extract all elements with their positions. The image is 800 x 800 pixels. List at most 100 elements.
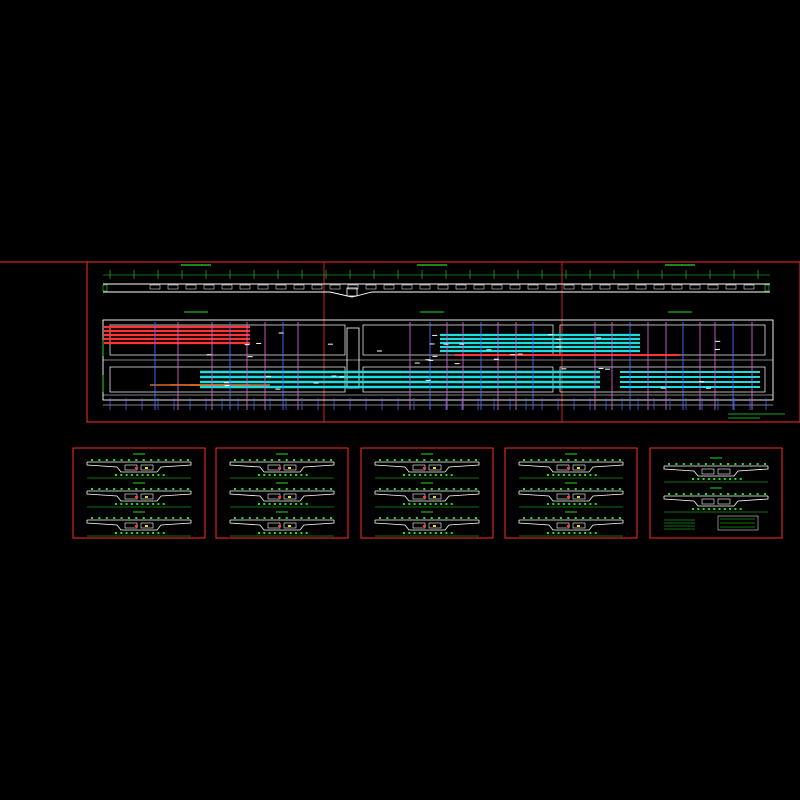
rebar-mark: [105, 459, 108, 461]
rebar-mark: [127, 517, 130, 519]
tendon-mark: [567, 525, 570, 527]
elevation-soffit: [103, 291, 770, 298]
section-box-outline: [86, 491, 192, 502]
rebar-mark: [596, 459, 599, 461]
rebar-mark: [611, 459, 614, 461]
section-cell-right: [140, 522, 154, 529]
elevation-segment-box: [491, 284, 503, 290]
rebar-mark: [157, 488, 160, 490]
rebar-mark: [530, 517, 533, 519]
rebar-mark: [582, 517, 585, 519]
rebar-mark: [263, 517, 266, 519]
elevation-segment-box: [653, 284, 665, 290]
rebar-mark: [258, 474, 260, 476]
tendon-mark: [288, 496, 291, 498]
rebar-mark: [682, 493, 685, 495]
rebar-mark: [562, 532, 565, 534]
rebar-mark: [573, 532, 576, 534]
rebar-mark: [756, 463, 759, 465]
tendon-mark: [135, 496, 138, 498]
rebar-mark: [263, 532, 266, 534]
rebar-mark: [125, 474, 128, 476]
rebar-mark: [619, 488, 621, 490]
rebar-mark: [234, 459, 236, 461]
rebar-mark: [98, 517, 101, 519]
rebar-mark: [179, 517, 182, 519]
rebar-mark: [424, 532, 427, 534]
tendon-mark: [433, 496, 436, 498]
rebar-mark: [429, 503, 432, 505]
rebar-mark: [146, 503, 149, 505]
elevation-segment-box: [311, 284, 323, 290]
abutment-right: [764, 284, 770, 292]
rebar-mark: [418, 474, 421, 476]
rebar-mark: [675, 493, 678, 495]
rebar-mark: [113, 517, 116, 519]
rebar-mark: [157, 517, 160, 519]
rebar-mark: [450, 474, 453, 476]
rebar-mark: [393, 459, 396, 461]
elevation-segment-box: [383, 284, 395, 290]
rebar-mark: [537, 517, 540, 519]
rebar-mark: [172, 517, 175, 519]
section-cell-right: [428, 522, 442, 529]
rebar-mark: [697, 508, 700, 510]
rebar-mark: [523, 459, 525, 461]
rebar-mark: [401, 517, 404, 519]
rebar-mark: [146, 532, 149, 534]
rebar-mark: [278, 459, 281, 461]
section-box-outline: [229, 491, 335, 502]
section-box-outline: [374, 462, 480, 473]
rebar-mark: [440, 532, 443, 534]
tendon-mark: [423, 525, 426, 527]
rebar-mark: [91, 517, 93, 519]
rebar-mark: [256, 517, 259, 519]
rebar-mark: [727, 493, 730, 495]
rebar-mark: [284, 503, 287, 505]
rebar-mark: [589, 474, 592, 476]
rebar-mark: [305, 532, 308, 534]
rebar-mark: [98, 488, 101, 490]
rebar-mark: [300, 474, 303, 476]
elevation-segment-box: [185, 284, 197, 290]
rebar-mark: [424, 474, 427, 476]
rebar-mark: [690, 463, 693, 465]
rebar-mark: [562, 503, 565, 505]
rebar-mark: [707, 508, 710, 510]
rebar-mark: [727, 463, 730, 465]
elevation-segment-box: [599, 284, 611, 290]
rebar-mark: [401, 488, 404, 490]
elevation-segment-box: [563, 284, 575, 290]
rebar-mark: [604, 517, 607, 519]
rebar-mark: [574, 517, 577, 519]
rebar-mark: [668, 463, 670, 465]
rebar-mark: [91, 488, 93, 490]
rebar-mark: [423, 517, 426, 519]
rebar-mark: [379, 459, 381, 461]
rebar-mark: [434, 474, 437, 476]
section-box-outline: [663, 466, 769, 477]
rebar-mark: [552, 503, 555, 505]
rebar-mark: [475, 488, 477, 490]
cross-section-sheets: [72, 447, 783, 539]
rebar-mark: [305, 474, 308, 476]
rebar-mark: [136, 474, 139, 476]
tendon-mark: [577, 496, 580, 498]
plan-box-cell: [109, 366, 346, 393]
rebar-mark: [408, 503, 411, 505]
rebar-mark: [704, 493, 707, 495]
rebar-mark: [668, 493, 670, 495]
rebar-mark: [125, 532, 128, 534]
tendon-mark: [567, 496, 570, 498]
section-sheet-frame: [215, 447, 349, 539]
rebar-mark: [424, 503, 427, 505]
rebar-mark: [434, 503, 437, 505]
rebar-mark: [460, 488, 463, 490]
rebar-mark: [273, 503, 276, 505]
tendon-mark: [423, 496, 426, 498]
rebar-mark: [98, 459, 101, 461]
rebar-mark: [559, 488, 562, 490]
rebar-mark: [429, 474, 432, 476]
plan-box-cell: [362, 366, 554, 393]
rebar-mark: [739, 478, 742, 480]
